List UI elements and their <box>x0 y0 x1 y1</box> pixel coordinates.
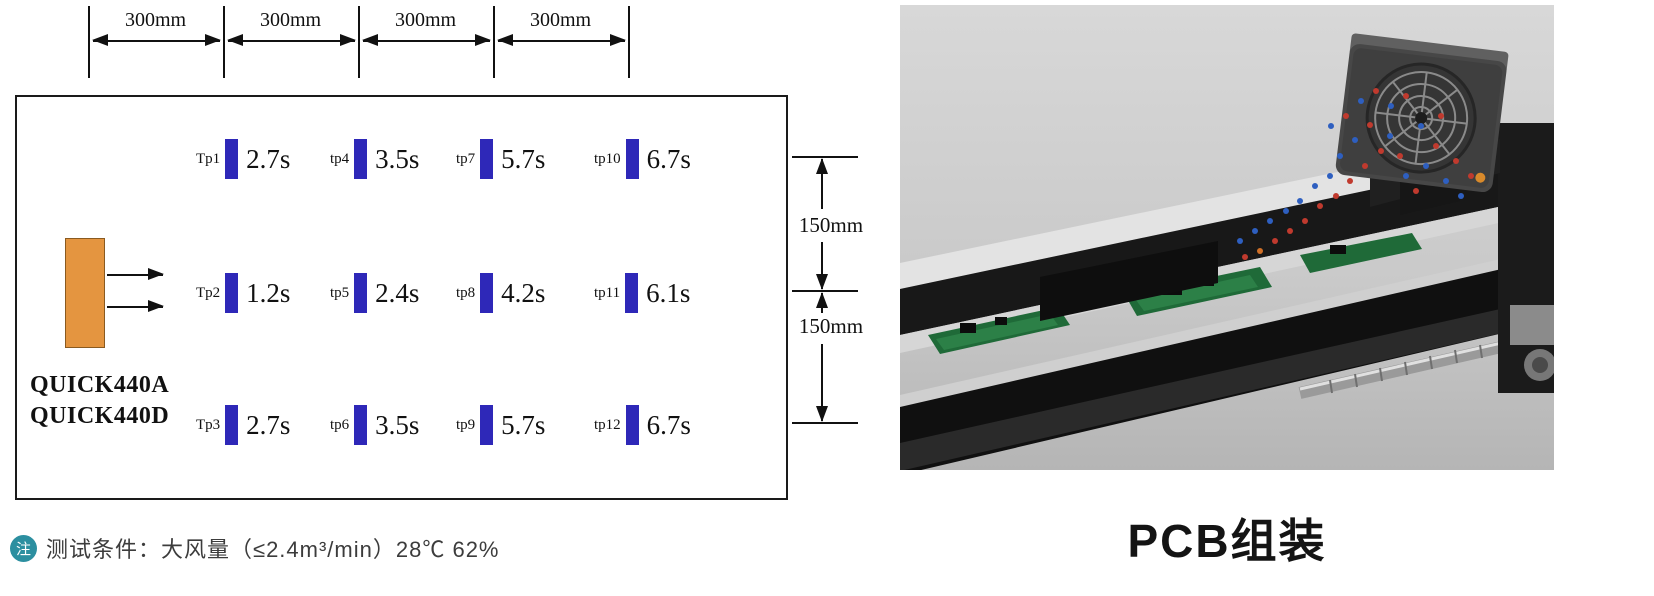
test-point-time: 5.7s <box>501 409 546 440</box>
dimension-tick <box>792 290 858 292</box>
test-point-time: 6.1s <box>646 277 691 308</box>
test-point: Tp1 2.7s <box>196 136 290 182</box>
test-point: tp8 4.2s <box>456 270 545 316</box>
test-point: tp4 3.5s <box>330 136 419 182</box>
dimension-tick <box>223 6 225 78</box>
test-point: tp11 6.1s <box>594 270 690 316</box>
test-point-label: Tp2 <box>196 284 221 301</box>
photo-caption: PCB组装 <box>1127 515 1327 567</box>
test-point-label: tp9 <box>456 416 476 433</box>
test-point-label: tp6 <box>330 416 350 433</box>
dimension-arrow <box>816 158 828 209</box>
dimension-tick <box>493 6 495 78</box>
test-point-label: tp7 <box>456 150 476 167</box>
ionizer-device <box>65 238 105 348</box>
test-point-bar <box>625 405 639 445</box>
dimension-arrow <box>816 344 828 422</box>
test-point: Tp3 2.7s <box>196 402 290 448</box>
dimension-label: 300mm <box>394 9 457 31</box>
test-point: tp6 3.5s <box>330 402 419 448</box>
dimension-label: 300mm <box>259 9 322 31</box>
dimension-tick <box>628 6 630 78</box>
test-point-bar <box>625 273 639 313</box>
dimension-arrow <box>816 292 828 313</box>
dimension-label: 300mm <box>124 9 187 31</box>
dimension-arrow <box>816 242 828 290</box>
test-point-label: tp4 <box>330 150 350 167</box>
note-badge-icon: 注 <box>10 534 37 562</box>
test-point-bar <box>480 139 494 179</box>
test-point-bar <box>354 139 368 179</box>
test-point-time: 6.7s <box>646 409 691 440</box>
test-point: tp12 6.7s <box>594 402 691 448</box>
test-point: Tp2 1.2s <box>196 270 290 316</box>
dimension-label: 150mm <box>798 314 864 338</box>
test-point-time: 2.7s <box>246 143 291 174</box>
test-point-time: 3.5s <box>375 409 420 440</box>
dimension-label: 150mm <box>798 213 864 237</box>
test-point-bar <box>225 273 239 313</box>
dimension-arrow <box>362 34 491 46</box>
test-point-bar <box>625 139 639 179</box>
dimension-arrow <box>92 34 221 46</box>
device-model-line2: QUICK440D <box>30 403 170 430</box>
test-point-label: Tp3 <box>196 416 221 433</box>
dimension-tick <box>358 6 360 78</box>
device-model-line1: QUICK440A <box>30 372 170 398</box>
pcb-assembly-illustration <box>900 5 1556 475</box>
test-point-time: 5.7s <box>501 143 546 174</box>
test-point-bar <box>480 405 494 445</box>
test-point-bar <box>354 405 368 445</box>
test-point-time: 4.2s <box>501 277 546 308</box>
test-point-time: 1.2s <box>246 277 291 308</box>
test-point: tp10 6.7s <box>594 136 691 182</box>
test-point-label: Tp1 <box>196 150 221 167</box>
test-point-bar <box>354 273 368 313</box>
test-point-time: 3.5s <box>375 143 420 174</box>
airflow-arrow <box>107 300 164 312</box>
pcb-assembly-photo <box>900 5 1556 475</box>
test-point-label: tp11 <box>594 284 621 301</box>
airflow-arrow <box>107 268 164 280</box>
test-point-time: 2.4s <box>375 277 420 308</box>
test-point-time: 6.7s <box>646 143 691 174</box>
test-point: tp7 5.7s <box>456 136 545 182</box>
test-diagram-box <box>15 95 788 500</box>
dimension-arrow <box>227 34 356 46</box>
ion-particles <box>1237 88 1474 260</box>
dimension-arrow <box>497 34 626 46</box>
test-condition-note: 注 测试条件：大风量（≤2.4m³/min）28℃ 62% <box>10 532 500 564</box>
test-point-label: tp12 <box>594 416 621 433</box>
test-point: tp5 2.4s <box>330 270 419 316</box>
test-point-bar <box>225 139 239 179</box>
device-model-label: QUICK440A QUICK440D <box>30 370 169 432</box>
test-point-time: 2.7s <box>246 409 291 440</box>
test-point-label: tp8 <box>456 284 476 301</box>
dimension-label: 300mm <box>529 9 592 31</box>
test-point-bar <box>225 405 239 445</box>
note-text: 测试条件：大风量（≤2.4m³/min）28℃ 62% <box>46 537 500 562</box>
test-point-bar <box>480 273 494 313</box>
test-point: tp9 5.7s <box>456 402 545 448</box>
dimension-tick <box>792 156 858 158</box>
test-point-label: tp10 <box>594 150 621 167</box>
test-point-label: tp5 <box>330 284 350 301</box>
dimension-tick <box>88 6 90 78</box>
dimension-tick <box>792 422 858 424</box>
